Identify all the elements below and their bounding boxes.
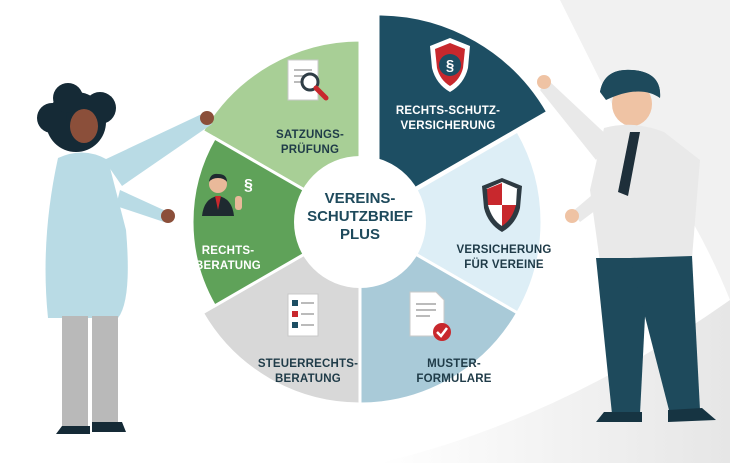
segment-rechtsberatung [190,135,363,309]
checklist-icon [287,293,319,337]
segment-label-satzungspruefung: SATZUNGS- PRÜFUNG [275,129,345,156]
man-figure [537,69,716,422]
segment-label-rechtsberatung: RECHTS- BERATUNG [195,245,261,272]
segment-label-versicherung-fuer-vereine: VERSICHERUNG FÜR VEREINE [456,244,552,271]
document-check-icon [409,291,451,341]
woman-figure [37,83,214,434]
svg-text:§: § [244,177,253,194]
document-magnifier-icon [287,59,329,101]
segment-versicherung-fuer-vereine [356,128,544,316]
lawyer-icon: § [202,173,253,216]
segment-label-musterformulare: MUSTER- FORMULARE [416,358,492,385]
segment-label-steuerrechtsberatung: STEUERRECHTS- BERATUNG [257,358,359,385]
shield-icon [482,178,522,232]
segment-label-rechtsschutzversicherung: RECHTS-SCHUTZ- VERSICHERUNG [395,105,501,132]
center-title: VEREINS- SCHUTZBRIEF PLUS [307,190,413,243]
center-circle [294,156,426,288]
svg-text:§: § [446,57,454,74]
segment-rechtsschutzversicherung [376,12,550,213]
shield-paragraph-icon: § [430,38,470,92]
